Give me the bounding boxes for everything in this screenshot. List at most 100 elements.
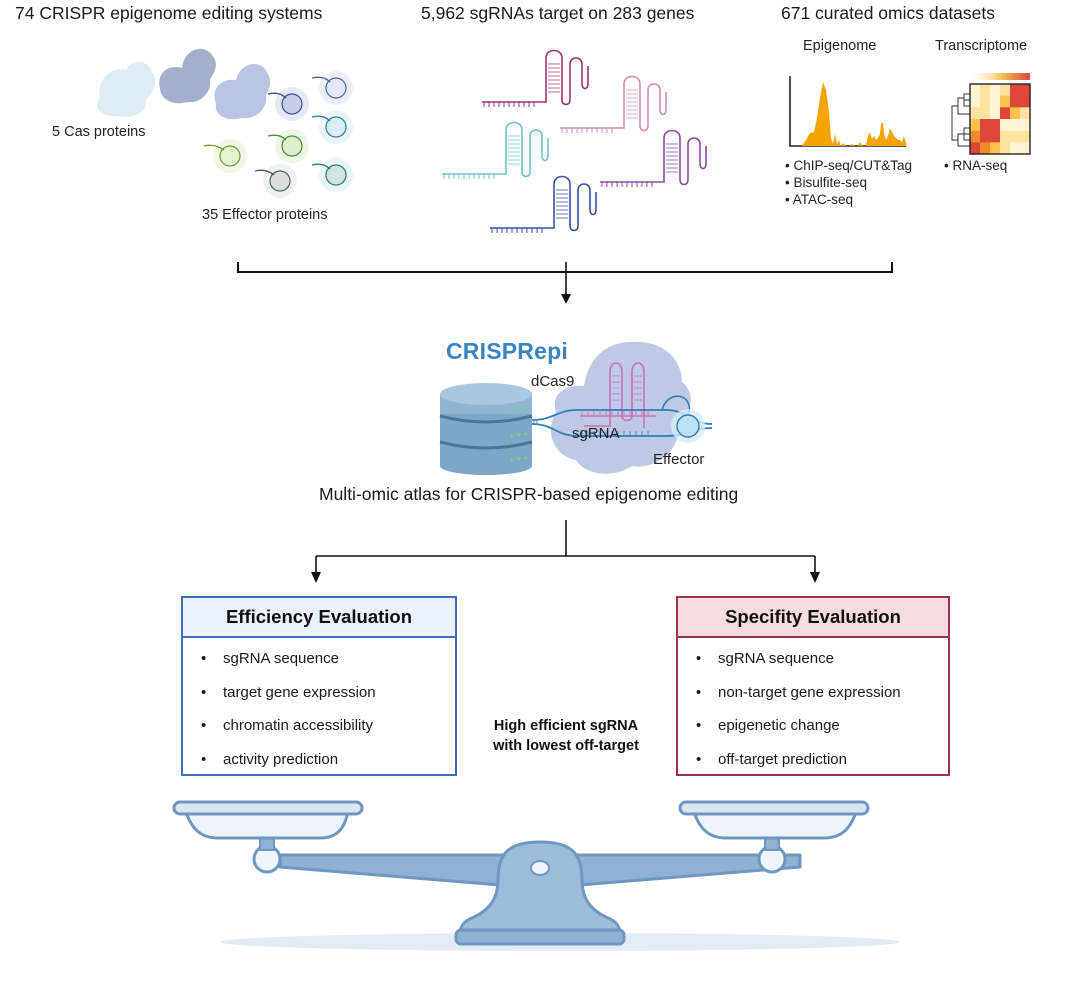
cas-protein-icon bbox=[97, 62, 156, 118]
center-note: High efficient sgRNA with lowest off-tar… bbox=[466, 716, 666, 756]
dcas9-protein-icon bbox=[550, 341, 691, 474]
heatmap-dendrogram bbox=[951, 93, 970, 147]
heatmap-cell bbox=[980, 142, 991, 155]
effector-protein-icon bbox=[311, 71, 353, 105]
balance-scale-icon bbox=[172, 800, 900, 951]
heatmap-color-scale bbox=[972, 73, 1030, 80]
sgrnas-title: 5,962 sgRNAs target on 283 genes bbox=[421, 3, 695, 23]
heatmap-cell bbox=[1010, 142, 1021, 155]
systems-title: 74 CRISPR epigenome editing systems bbox=[15, 3, 323, 23]
datasets-title: 671 curated omics datasets bbox=[781, 3, 996, 23]
heatmap-cell bbox=[1020, 142, 1031, 155]
dcas9-label: dCas9 bbox=[531, 373, 575, 390]
assay-label: Bisulfite-seq bbox=[793, 175, 868, 190]
database-icon bbox=[439, 383, 533, 475]
heatmap-cell bbox=[990, 95, 1001, 108]
effector-protein-icon bbox=[203, 139, 247, 173]
heatmap-cell bbox=[990, 130, 1001, 143]
heatmap-cell bbox=[990, 142, 1001, 155]
heatmap-cell bbox=[980, 119, 991, 131]
heatmap-cell bbox=[1000, 95, 1011, 108]
heatmap-cell bbox=[1010, 107, 1021, 120]
right-pan bbox=[678, 800, 870, 874]
heatmap-cell bbox=[1020, 130, 1031, 143]
assay-label: ATAC-seq bbox=[792, 192, 853, 207]
heatmap-cells bbox=[970, 84, 1031, 155]
cas-protein-icon bbox=[214, 63, 271, 120]
heatmap-cell bbox=[970, 84, 981, 96]
effector-protein-icon bbox=[311, 158, 353, 192]
criteria-item: chromatin accessibility bbox=[201, 709, 455, 743]
heatmap-cell bbox=[1020, 84, 1031, 96]
brand-title: CRISPRepi bbox=[446, 338, 568, 364]
assay-label: ChIP-seq/CUT&Tag bbox=[793, 158, 913, 173]
heatmap-cell bbox=[970, 107, 981, 120]
heatmap-cell bbox=[1000, 142, 1011, 155]
transcriptome-label: Transcriptome bbox=[935, 38, 1028, 54]
heatmap-cell bbox=[980, 95, 991, 108]
heatmap-cell bbox=[1010, 84, 1021, 96]
epigenome-peak-track bbox=[789, 76, 907, 147]
heatmap-cell bbox=[970, 142, 981, 155]
effector-protein-icon bbox=[311, 110, 353, 144]
effector-protein-icon bbox=[267, 87, 309, 121]
heatmap-cell bbox=[980, 107, 991, 120]
transcriptome-heatmap bbox=[951, 73, 1031, 155]
arrow-down-icon bbox=[810, 572, 820, 583]
epigenome-assay-item: • Bisulfite-seq bbox=[785, 175, 868, 190]
effector-label: Effector bbox=[653, 451, 705, 468]
assay-label: RNA-seq bbox=[952, 158, 1008, 173]
heatmap-cell bbox=[1020, 119, 1031, 131]
criteria-item: target gene expression bbox=[201, 676, 455, 710]
efficiency-evaluation-title: Efficiency Evaluation bbox=[183, 598, 455, 638]
heatmap-cell bbox=[1000, 130, 1011, 143]
left-pan bbox=[172, 800, 364, 874]
epigenome-assay-item: • ChIP-seq/CUT&Tag bbox=[785, 158, 913, 173]
heatmap-cell bbox=[990, 84, 1001, 96]
heatmap-cell bbox=[1010, 95, 1021, 108]
atlas-caption: Multi-omic atlas for CRISPR-based epigen… bbox=[319, 484, 739, 504]
specificity-criteria-list: sgRNA sequence non-target gene expressio… bbox=[678, 638, 948, 776]
heatmap-cell bbox=[1000, 119, 1011, 131]
heatmap-cell bbox=[1020, 107, 1031, 120]
sgrna-hairpin-icon bbox=[584, 362, 645, 428]
scale-base bbox=[454, 928, 626, 946]
heatmap-cell bbox=[1010, 119, 1021, 131]
heatmap-cell bbox=[1000, 84, 1011, 96]
epigenome-label: Epigenome bbox=[803, 38, 877, 54]
effector-protein-icon bbox=[267, 129, 309, 163]
criteria-item: sgRNA sequence bbox=[696, 642, 948, 676]
transcriptome-assay-item: • RNA-seq bbox=[944, 158, 1008, 173]
scale-pivot bbox=[530, 860, 550, 876]
cas-proteins-label: 5 Cas proteins bbox=[52, 124, 146, 140]
epigenome-assay-item: • ATAC-seq bbox=[785, 192, 853, 207]
heatmap-cell bbox=[1000, 107, 1011, 120]
heatmap-cell bbox=[980, 130, 991, 143]
effector-proteins-label: 35 Effector proteins bbox=[202, 207, 328, 223]
heatmap-cell bbox=[980, 84, 991, 96]
heatmap-cell bbox=[970, 130, 981, 143]
heatmap-frame bbox=[969, 83, 1031, 155]
specificity-evaluation-title: Specifity Evaluation bbox=[678, 598, 948, 638]
cas-protein-icon bbox=[159, 48, 216, 104]
specificity-evaluation-box: Specifity Evaluation sgRNA sequence non-… bbox=[676, 596, 950, 776]
effector-icon bbox=[676, 414, 700, 438]
center-note-line: with lowest off-target bbox=[493, 738, 639, 754]
top-bracket bbox=[237, 262, 893, 273]
criteria-item: off-target prediction bbox=[696, 743, 948, 777]
scale-pillar bbox=[458, 840, 622, 936]
heatmap-cell bbox=[990, 119, 1001, 131]
criteria-item: sgRNA sequence bbox=[201, 642, 455, 676]
efficiency-criteria-list: sgRNA sequence target gene expression ch… bbox=[183, 638, 455, 776]
criteria-item: non-target gene expression bbox=[696, 676, 948, 710]
crisprepi-logo-illustration bbox=[439, 341, 713, 475]
split-connector bbox=[315, 520, 816, 573]
heatmap-cell bbox=[1020, 95, 1031, 108]
protein-illustration bbox=[97, 48, 353, 198]
criteria-item: activity prediction bbox=[201, 743, 455, 777]
sgrna-label: sgRNA bbox=[572, 425, 620, 442]
efficiency-evaluation-box: Efficiency Evaluation sgRNA sequence tar… bbox=[181, 596, 457, 776]
center-note-line: High efficient sgRNA bbox=[493, 718, 639, 734]
criteria-item: epigenetic change bbox=[696, 709, 948, 743]
